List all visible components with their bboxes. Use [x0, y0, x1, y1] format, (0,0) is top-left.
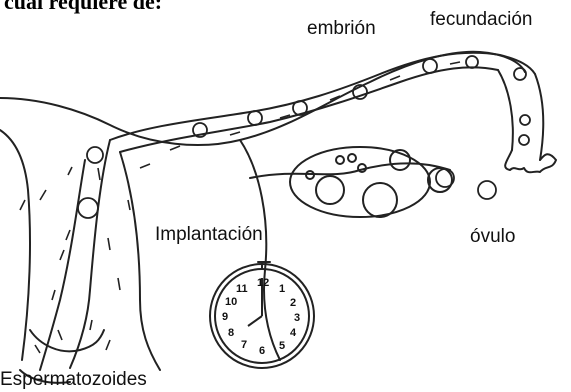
clock-number: 12: [257, 277, 269, 289]
tube-down-outer: [535, 74, 543, 160]
label-espermatozoides: Espermatozoides: [0, 370, 147, 389]
label-ovulo: óvulo: [470, 227, 515, 246]
label-fecundacion: fecundación: [430, 10, 532, 29]
clock-number: 7: [241, 339, 247, 351]
embryo-cell: [423, 59, 437, 73]
fimbriae: [505, 150, 556, 172]
fallopian-tube-inner: [120, 67, 498, 152]
left-outer: [0, 130, 30, 360]
ovum-cell: [478, 181, 496, 199]
uterus-inner-wall: [40, 160, 85, 370]
tube-down: [498, 70, 513, 150]
fallopian-tube: [110, 53, 535, 140]
clock-number: 10: [225, 296, 237, 308]
implanted-embryo: [78, 198, 98, 218]
uterus-outline: [0, 52, 525, 145]
label-implantacion: Implantación: [155, 225, 263, 244]
clock-number: 11: [236, 283, 248, 295]
clock-number: 9: [222, 311, 228, 323]
fertilized-egg: [514, 68, 526, 80]
clock-number: 8: [228, 327, 234, 339]
uterus-far-right: [240, 140, 280, 360]
clock-number: 1: [279, 283, 285, 295]
clock-number: 6: [259, 345, 265, 357]
clock-number: 3: [294, 312, 300, 324]
uterus-body: [70, 140, 110, 368]
ovary-ligament: [250, 163, 450, 178]
label-embrion: embrión: [307, 19, 376, 38]
clock-number: 4: [290, 327, 297, 339]
clock-number: 5: [279, 340, 285, 352]
uterus-right-wall: [120, 152, 160, 370]
clock-number: 2: [290, 297, 296, 309]
cervix: [30, 330, 104, 351]
